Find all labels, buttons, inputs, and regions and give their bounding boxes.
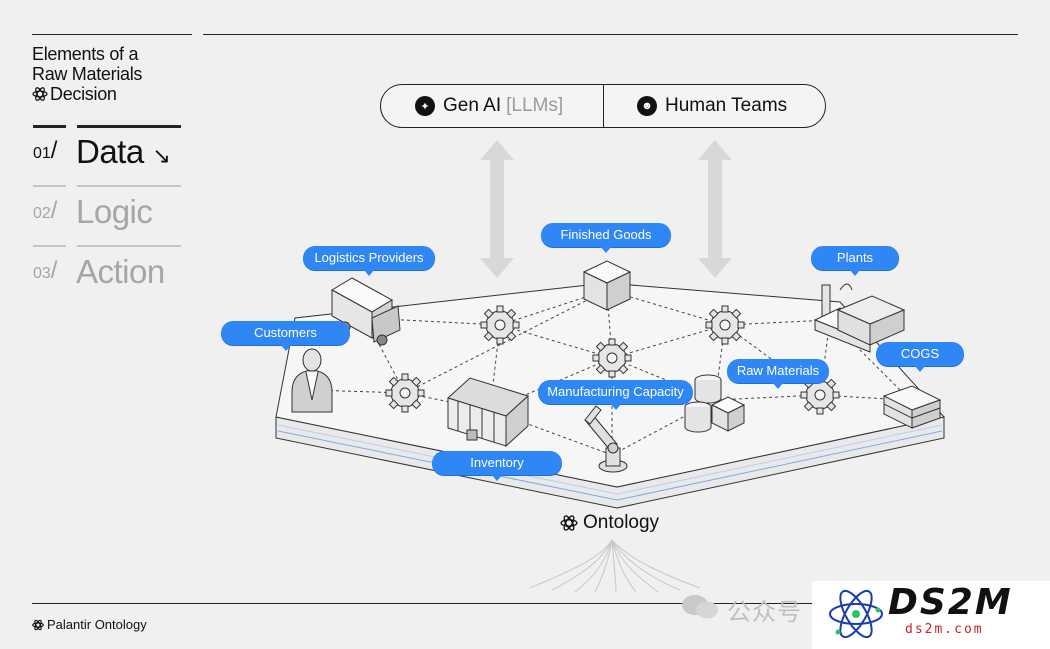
step-label-bar: [77, 125, 181, 128]
tag-plants[interactable]: Plants: [811, 246, 899, 276]
ontology-label: Ontology: [560, 512, 659, 534]
step-action[interactable]: 03/ Action: [33, 245, 181, 295]
top-rule-right: [203, 34, 1018, 35]
footer: Palantir Ontology: [32, 617, 147, 632]
step-slash: /: [50, 197, 58, 224]
double-arrow-right: [698, 140, 732, 278]
atom-logo-icon: [829, 589, 883, 639]
step-num-wrap: 02/: [33, 197, 57, 225]
gear-icon: [480, 305, 520, 345]
double-arrow-left: [480, 140, 514, 278]
tag-finished-goods[interactable]: Finished Goods: [541, 223, 671, 253]
title-line-2: Raw Materials: [32, 64, 143, 84]
watermark-box: [812, 581, 1050, 649]
atom-icon: [32, 87, 48, 101]
atom-icon: [560, 515, 578, 531]
pill-divider: [603, 85, 604, 127]
step-num-wrap: 01/: [33, 137, 57, 165]
step-label-bar: [77, 185, 181, 187]
tag-inventory[interactable]: Inventory: [432, 451, 562, 481]
step-label: Logic: [76, 193, 153, 230]
footer-rule: [32, 603, 1017, 604]
human-teams-segment[interactable]: ☻ Human Teams: [637, 85, 787, 127]
factory-icon: [813, 283, 906, 353]
sparkle-icon: ✦: [415, 96, 435, 116]
step-num-bar: [33, 185, 66, 187]
tag-logistics-providers[interactable]: Logistics Providers: [303, 246, 435, 276]
step-logic[interactable]: 02/ Logic: [33, 185, 181, 235]
warehouse-icon: [447, 377, 529, 448]
step-num: 02: [33, 205, 51, 222]
wechat-icon: [682, 595, 718, 619]
gen-ai-label: Gen AI: [443, 95, 502, 116]
step-num: 01: [33, 145, 51, 162]
step-data[interactable]: 01/ Data ↘: [33, 125, 181, 175]
watermark-brand: DS2M: [888, 582, 1013, 623]
human-teams-label: Human Teams: [665, 95, 788, 116]
box-icon: [582, 260, 632, 311]
gear-icon: [705, 305, 745, 345]
money-stack-icon: [882, 385, 942, 429]
watermark-url: ds2m.com: [905, 622, 984, 637]
title-line-1: Elements of a: [32, 44, 139, 64]
step-label: Action: [76, 253, 165, 290]
step-slash: /: [50, 257, 58, 284]
title-line-3-wrap: Decision: [32, 84, 142, 104]
step-num-bar: [33, 125, 66, 128]
people-icon: ☻: [637, 96, 657, 116]
tag-customers[interactable]: Customers: [221, 321, 350, 351]
crate-icon: [710, 396, 746, 432]
gen-ai-segment[interactable]: ✦ Gen AI [LLMs]: [415, 85, 563, 127]
title-line-3: Decision: [50, 84, 117, 104]
gear-icon: [385, 373, 425, 413]
ontology-rays: [529, 539, 701, 593]
step-num: 03: [33, 265, 51, 282]
step-slash: /: [50, 137, 58, 164]
atom-icon: [32, 619, 44, 630]
step-num-bar: [33, 245, 66, 247]
gear-icon: [592, 338, 632, 378]
page-title: Elements of a Raw Materials Decision: [32, 44, 142, 104]
tag-manufacturing-capacity[interactable]: Manufacturing Capacity: [538, 380, 693, 410]
footer-text: Palantir Ontology: [47, 617, 147, 632]
person-icon: [291, 348, 333, 413]
step-label: Data: [76, 133, 144, 170]
tag-raw-materials[interactable]: Raw Materials: [727, 359, 829, 389]
ontology-text: Ontology: [583, 512, 660, 533]
arrow-down-right-icon: ↘: [152, 143, 171, 168]
actors-pill: ✦ Gen AI [LLMs] ☻ Human Teams: [380, 84, 826, 128]
barrel-icon: [684, 374, 722, 433]
truck-icon: [330, 277, 401, 346]
gen-ai-muted: [LLMs]: [506, 95, 564, 116]
robot-arm-icon: [584, 405, 628, 473]
step-label-bar: [77, 245, 181, 247]
tag-cogs[interactable]: COGS: [876, 342, 964, 372]
step-label-wrap: Data ↘: [76, 133, 171, 171]
top-rule-left: [32, 34, 192, 35]
step-num-wrap: 03/: [33, 257, 57, 285]
watermark-text: 公众号 ·: [727, 599, 819, 626]
